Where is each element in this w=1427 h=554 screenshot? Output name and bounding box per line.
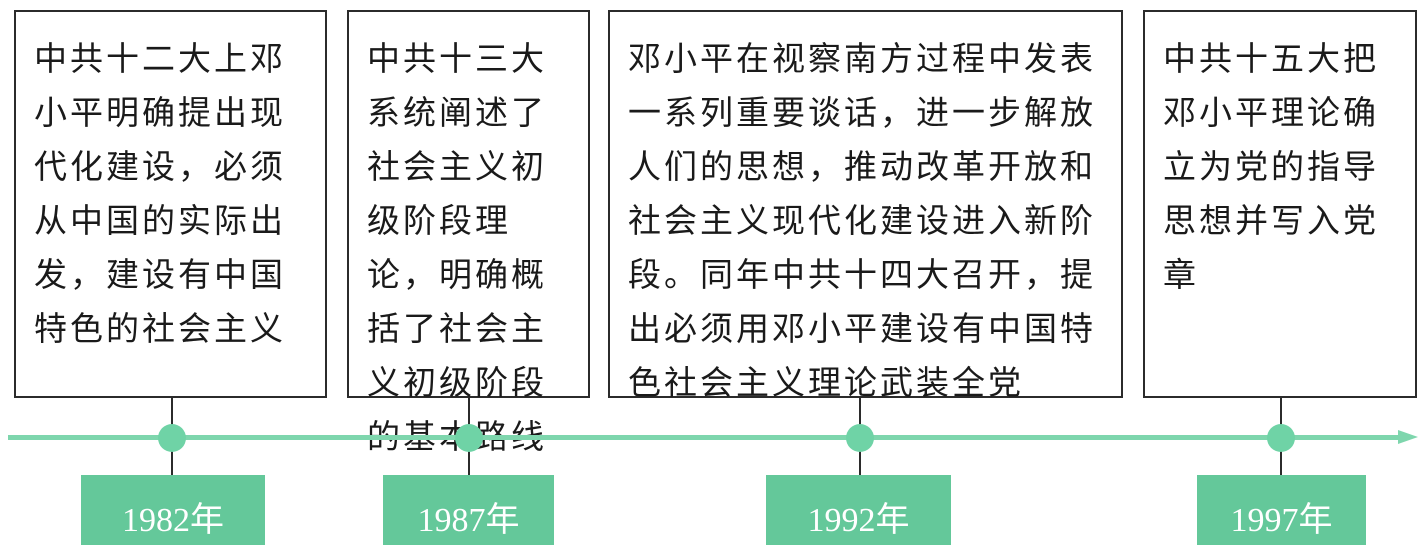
- timeline-dot-1992: [846, 424, 874, 452]
- event-box-1987: 中共十三大系统阐述了社会主义初级阶段理论，明确概括了社会主义初级阶段的基本路线: [347, 10, 590, 456]
- connector-1992-bottom: [859, 438, 861, 475]
- connector-1982-top: [171, 398, 173, 438]
- connector-1987-top: [468, 398, 470, 438]
- timeline-dot-1982: [158, 424, 186, 452]
- year-label-1987: 1987年: [383, 475, 554, 545]
- connector-1992-top: [859, 398, 861, 438]
- event-box-1997: 中共十五大把邓小平理论确立为党的指导思想并写入党章: [1143, 10, 1417, 398]
- timeline-axis: [8, 435, 1400, 440]
- connector-1997-top: [1280, 398, 1282, 438]
- connector-1987-bottom: [468, 438, 470, 475]
- year-label-1982: 1982年: [81, 475, 265, 545]
- event-box-1992: 邓小平在视察南方过程中发表一系列重要谈话，进一步解放人们的思想，推动改革开放和社…: [608, 10, 1123, 402]
- axis-arrow-icon: [1398, 430, 1418, 444]
- year-label-1992: 1992年: [766, 475, 951, 545]
- event-box-1982: 中共十二大上邓小平明确提出现代化建设，必须从中国的实际出发，建设有中国特色的社会…: [14, 10, 327, 398]
- timeline-dot-1987: [455, 424, 483, 452]
- timeline-dot-1997: [1267, 424, 1295, 452]
- year-label-1997: 1997年: [1197, 475, 1366, 545]
- connector-1982-bottom: [171, 438, 173, 475]
- connector-1997-bottom: [1280, 438, 1282, 475]
